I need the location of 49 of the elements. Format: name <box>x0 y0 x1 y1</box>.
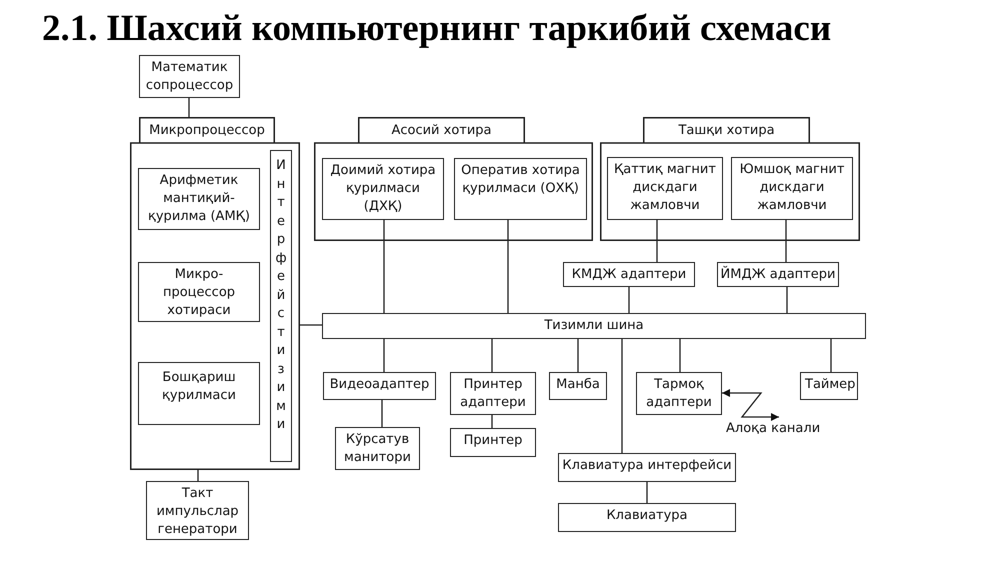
group-heading: Микропроцессор <box>149 122 265 138</box>
group-frame <box>314 117 593 241</box>
connector-line <box>646 482 648 503</box>
component-box: Қаттиқ магнит дискдаги жамловчи <box>607 157 723 220</box>
group-frame <box>600 117 860 241</box>
connector-line <box>628 287 630 313</box>
component-box: Математик сопроцессор <box>139 55 240 98</box>
diagram-title: 2.1. Шахсий компьютернинг таркибий схемаси <box>42 8 832 50</box>
connector-line <box>507 220 509 313</box>
group-heading: Асосий хотира <box>391 122 492 138</box>
connector-line <box>491 415 493 428</box>
connector-line <box>577 339 579 372</box>
component-box: Манба <box>549 372 607 400</box>
component-box: Тармоқ адаптери <box>636 372 722 415</box>
component-box: Оператив хотира қурилмаси (ОХҚ) <box>454 158 587 220</box>
component-box: Бошқариш қурилмаси <box>138 362 260 425</box>
component-box: Принтер <box>450 428 536 457</box>
connector-line <box>381 400 383 427</box>
component-box: Клавиатура интерфейси <box>558 453 736 482</box>
component-box: КМДЖ адаптери <box>563 262 695 287</box>
component-box: Кўрсатув манитори <box>335 427 420 470</box>
component-box: ЙМДЖ адаптери <box>717 262 839 287</box>
connector-line <box>830 339 832 372</box>
connector-line <box>300 324 322 326</box>
group-frame <box>130 117 300 470</box>
connector-line <box>491 339 493 372</box>
component-box: Доимий хотира қурилмаси (ДХҚ) <box>322 158 444 220</box>
component-box: Юмшоқ магнит дискдаги жамловчи <box>731 157 853 220</box>
zigzag-arrow <box>722 389 779 421</box>
interface-column: Интерфейс тизими <box>270 150 292 462</box>
component-box: Арифметик мантиқий- қурилма (АМҚ) <box>138 168 260 230</box>
component-box: Такт импульслар генератори <box>146 481 249 540</box>
component-box: Клавиатура <box>558 503 736 532</box>
component-box: Микро- процессор хотираси <box>138 262 260 322</box>
channel-label: Алоқа канали <box>726 417 820 441</box>
connector-line <box>785 220 787 262</box>
connector-line <box>786 287 788 313</box>
component-box: Видеоадаптер <box>323 372 436 400</box>
connector-line <box>621 339 623 453</box>
bus-bar: Тизимли шина <box>322 313 866 339</box>
group-heading: Ташқи хотира <box>678 122 775 138</box>
connector-line <box>383 220 385 313</box>
connector-line <box>383 339 385 372</box>
component-box: Таймер <box>800 372 858 400</box>
connector-line <box>679 339 681 372</box>
component-box: Принтер адаптери <box>450 372 536 415</box>
connector-line <box>188 98 190 117</box>
connector-line <box>656 220 658 262</box>
connector-line <box>197 470 199 481</box>
